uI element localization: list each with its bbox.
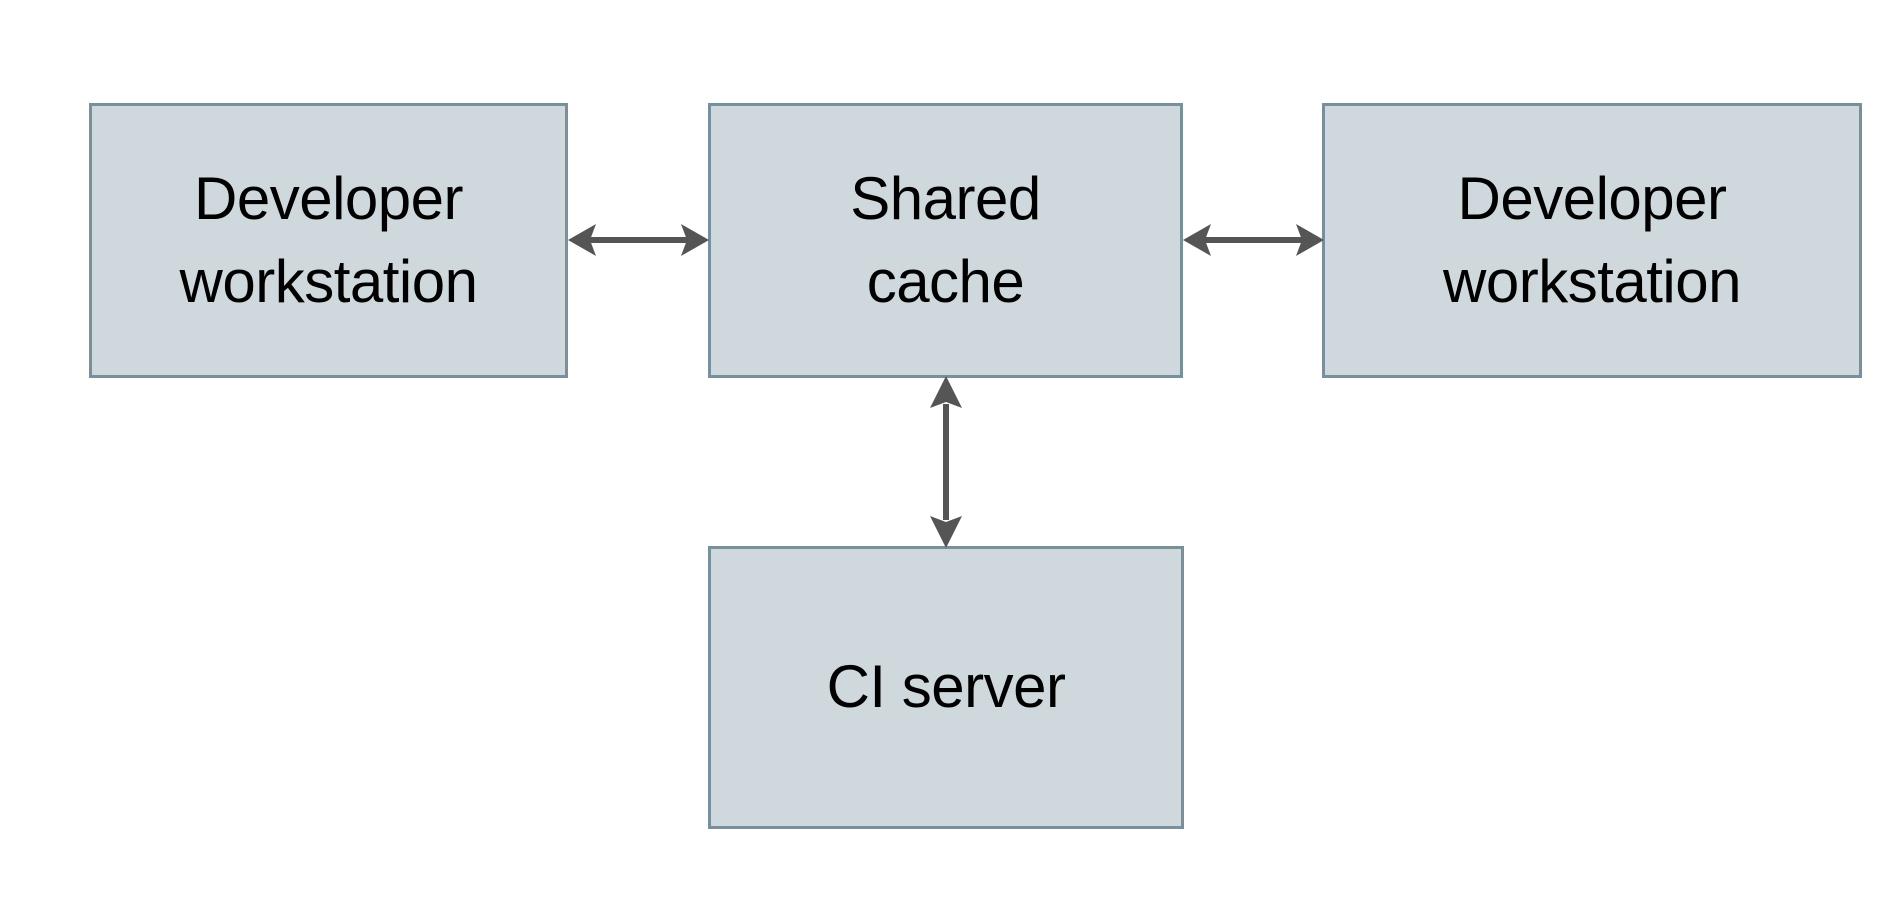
node-shared-cache[interactable]: Shared cache bbox=[708, 103, 1183, 378]
node-label: Developer workstation bbox=[1443, 164, 1741, 315]
node-label: Developer workstation bbox=[179, 164, 478, 315]
connector-dev-left-to-shared-cache[interactable] bbox=[566, 212, 711, 268]
node-label: CI server bbox=[826, 653, 1066, 721]
node-ci-server[interactable]: CI server bbox=[708, 546, 1184, 829]
node-label: Shared cache bbox=[850, 164, 1041, 315]
node-developer-workstation-right[interactable]: Developer workstation bbox=[1322, 103, 1862, 378]
connector-shared-cache-to-dev-right[interactable] bbox=[1181, 212, 1326, 268]
double-arrow-icon bbox=[930, 376, 962, 548]
double-arrow-icon bbox=[1183, 224, 1324, 256]
connector-ci-server-to-shared-cache[interactable] bbox=[918, 374, 974, 550]
node-developer-workstation-left[interactable]: Developer workstation bbox=[89, 103, 568, 378]
double-arrow-icon bbox=[568, 224, 709, 256]
